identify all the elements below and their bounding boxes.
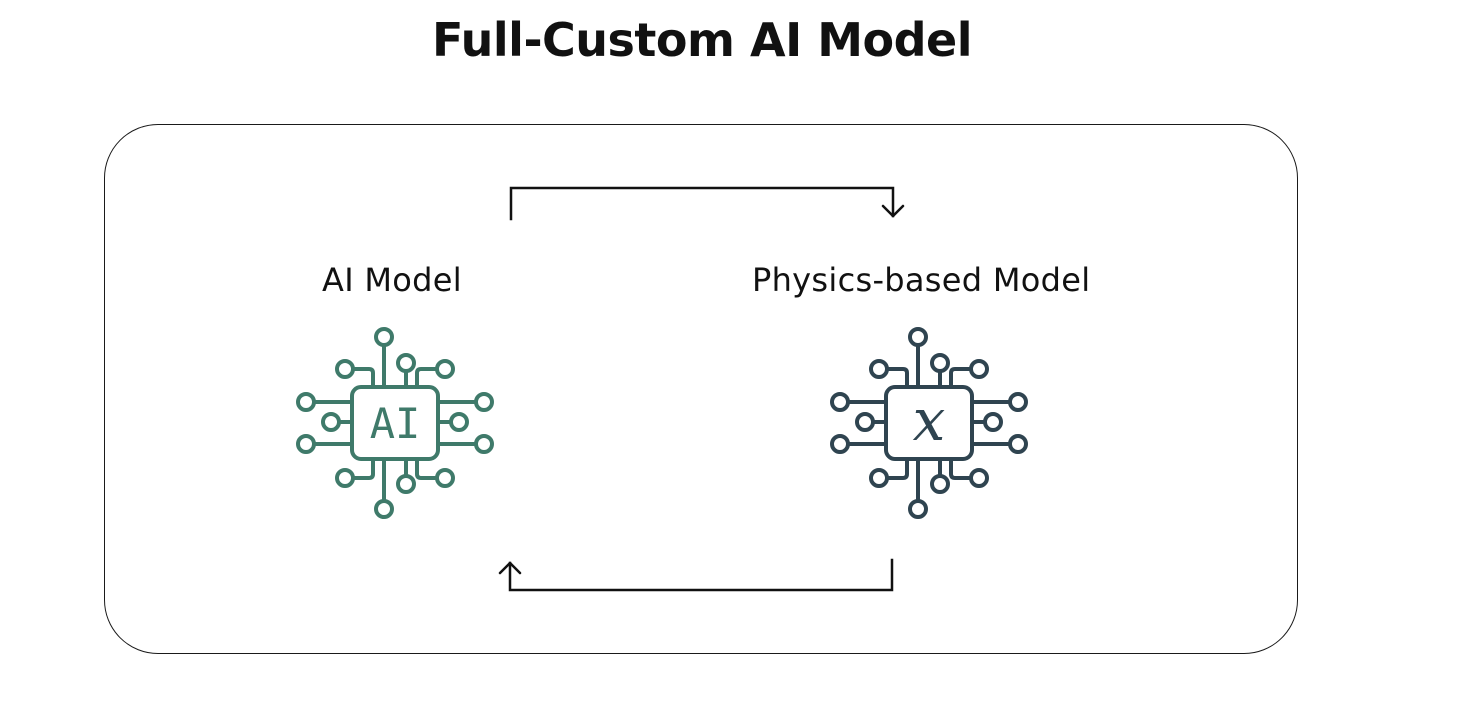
arrow-ai-to-physics bbox=[509, 186, 905, 221]
chip-pin-pad bbox=[908, 327, 928, 347]
chip-pin-pad bbox=[374, 327, 394, 347]
chip-pin-pad bbox=[374, 499, 394, 519]
chip-pin-trace bbox=[885, 367, 909, 389]
diagram-frame bbox=[104, 124, 1298, 654]
arrow-physics-to-ai-line bbox=[508, 558, 894, 592]
chip-pin-pad bbox=[335, 468, 355, 488]
physics-chip-text: x bbox=[913, 386, 946, 454]
chip-pin-pad bbox=[321, 412, 341, 432]
chip-pin-pad bbox=[474, 434, 494, 454]
chip-pin-pad bbox=[969, 468, 989, 488]
chip-pin-pad bbox=[474, 392, 494, 412]
ai-chip-text: AI bbox=[370, 399, 421, 448]
chip-pin-pad bbox=[1008, 434, 1028, 454]
physics-model-label: Physics-based Model bbox=[752, 261, 1091, 299]
chip-pin-trace bbox=[351, 367, 375, 389]
chip-pin-pad bbox=[296, 392, 316, 412]
chip-pin-trace bbox=[949, 457, 973, 480]
chip-pin-trace bbox=[415, 367, 439, 389]
chip-pin-pad bbox=[396, 353, 416, 373]
chip-pin-pad bbox=[969, 359, 989, 379]
chip-pin-pad bbox=[396, 474, 416, 494]
ai-chip-circuit bbox=[296, 327, 494, 519]
chip-pin-pad bbox=[908, 499, 928, 519]
chip-pin-trace bbox=[415, 457, 439, 480]
chip-pin-pad bbox=[869, 359, 889, 379]
chip-pin-pad bbox=[855, 412, 875, 432]
arrow-ai-to-physics-head bbox=[881, 204, 905, 218]
chip-pin-pad bbox=[983, 412, 1003, 432]
chip-pin-pad bbox=[435, 359, 455, 379]
chip-pin-pad bbox=[869, 468, 889, 488]
chip-pin-pad bbox=[830, 434, 850, 454]
chip-pin-trace bbox=[949, 367, 973, 389]
arrow-physics-to-ai bbox=[498, 558, 894, 592]
chip-pin-pad bbox=[335, 359, 355, 379]
arrow-physics-to-ai-head bbox=[498, 561, 522, 575]
chip-pin-trace bbox=[351, 457, 375, 480]
chip-pin-pad bbox=[830, 392, 850, 412]
ai-model-label: AI Model bbox=[322, 261, 462, 299]
physics-chip-icon: x bbox=[830, 327, 1028, 519]
chip-pin-pad bbox=[449, 412, 469, 432]
chip-pin-pad bbox=[1008, 392, 1028, 412]
physics-chip-circuit bbox=[830, 327, 1028, 519]
chip-pin-trace bbox=[885, 457, 909, 480]
ai-chip-icon: AI bbox=[296, 327, 494, 519]
chip-pin-pad bbox=[296, 434, 316, 454]
arrow-ai-to-physics-line bbox=[509, 186, 895, 221]
chip-pin-pad bbox=[435, 468, 455, 488]
diagram-title: Full-Custom AI Model bbox=[432, 13, 972, 67]
chip-pin-pad bbox=[930, 474, 950, 494]
chip-pin-pad bbox=[930, 353, 950, 373]
